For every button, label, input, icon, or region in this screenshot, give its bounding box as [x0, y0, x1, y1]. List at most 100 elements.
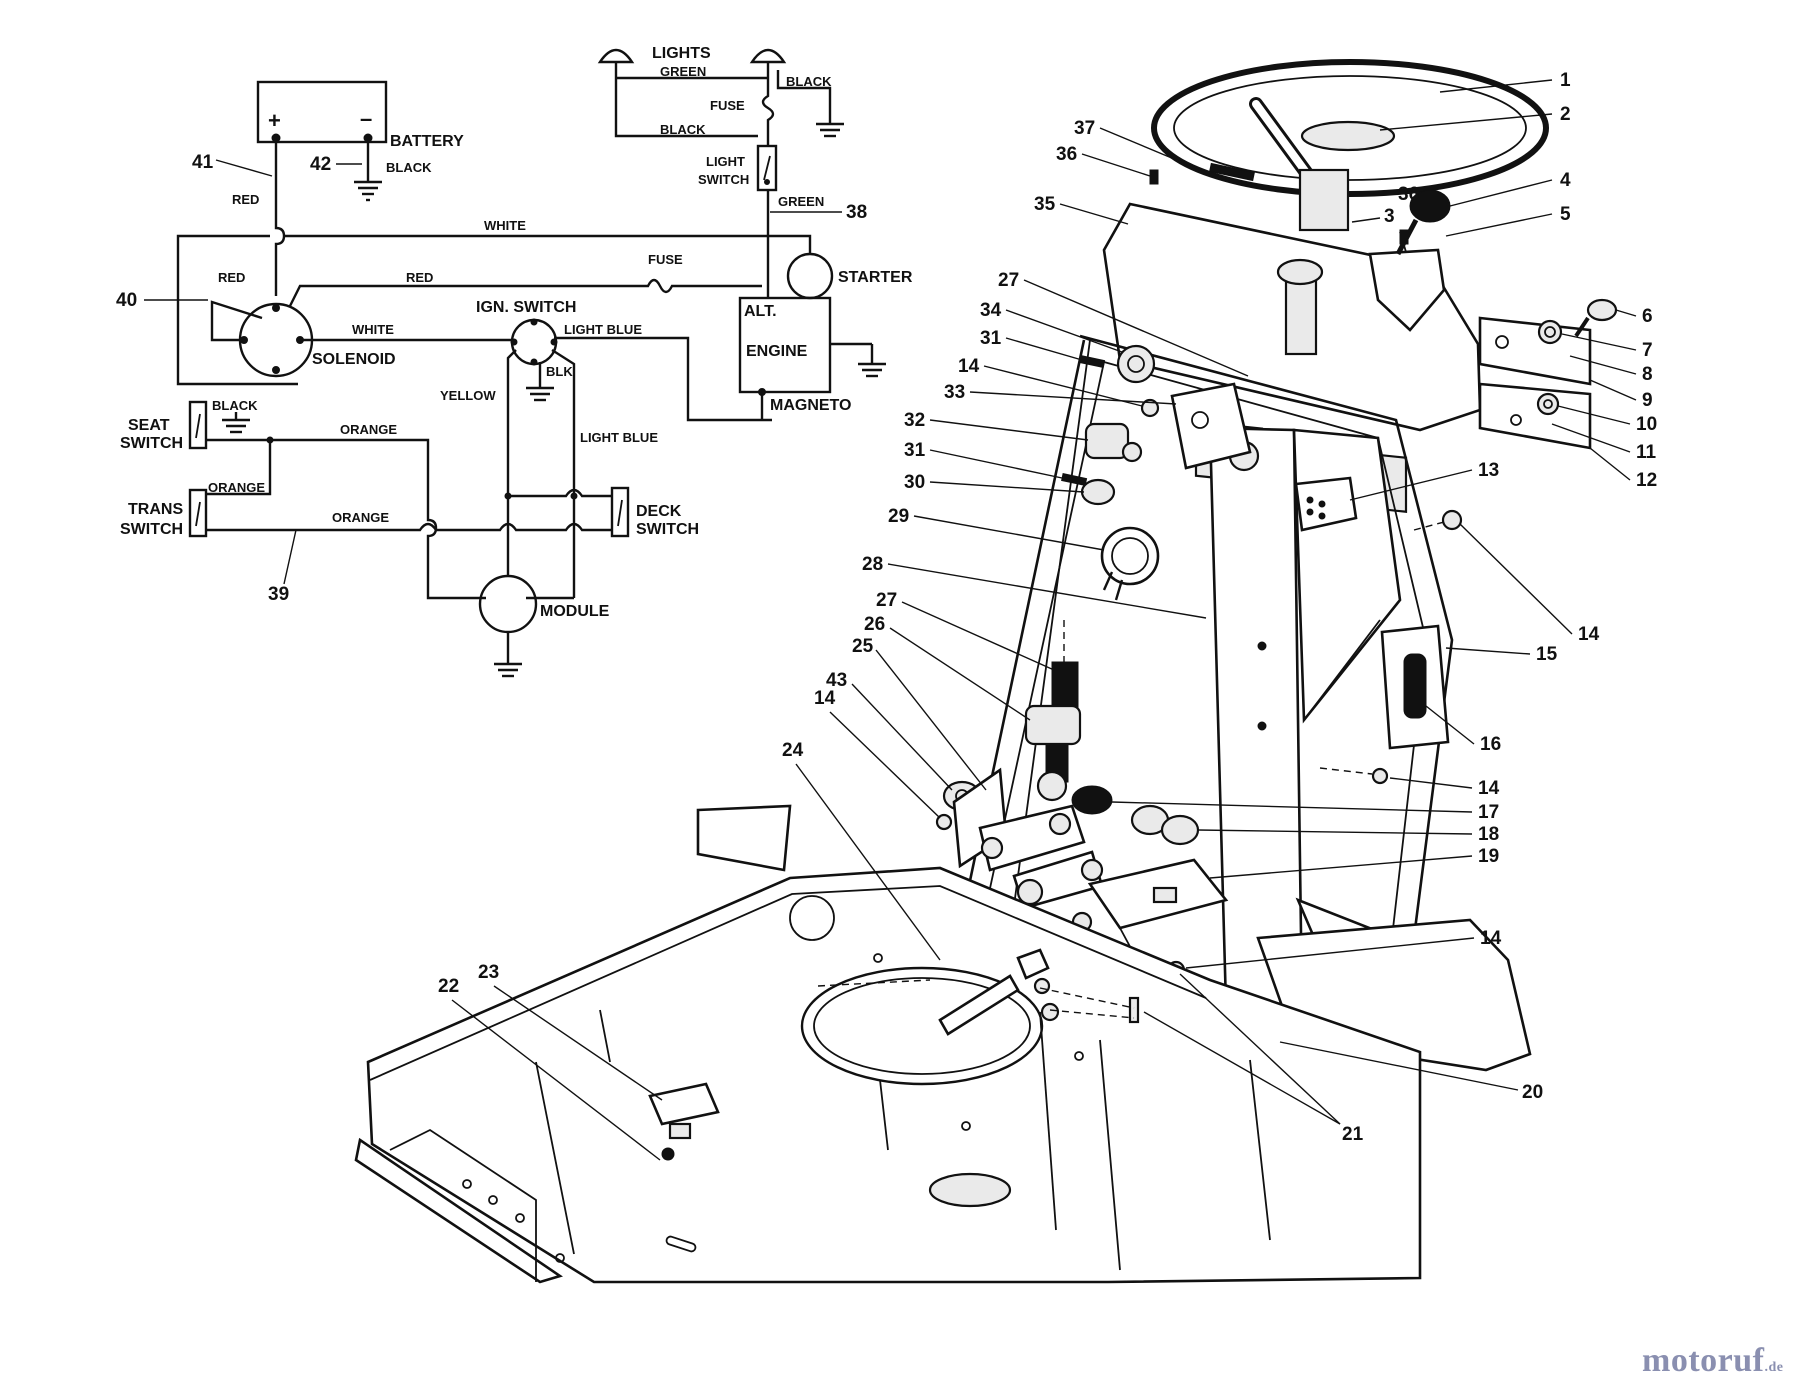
watermark-name: motoruf	[1642, 1342, 1765, 1379]
callout-41: 41	[192, 152, 214, 173]
light-bulb-right	[749, 48, 787, 64]
part-number-14-upper-left: 14	[958, 356, 980, 377]
wheel-cap	[1300, 120, 1396, 152]
chassis-bump	[789, 895, 835, 941]
part-number-30: 30	[904, 472, 925, 493]
part-number-32: 32	[904, 410, 925, 431]
black-wire-lights-right	[776, 70, 832, 124]
spring-27	[1051, 620, 1079, 713]
starter-label: STARTER	[838, 269, 913, 286]
key-icon	[1574, 298, 1618, 338]
seat-switch-label-2: SWITCH	[120, 435, 183, 452]
chassis-deck	[366, 866, 1422, 1284]
part-number-12: 12	[1636, 470, 1657, 491]
wire-label-black-seat: BLACK	[212, 398, 258, 413]
engine-label: ENGINE	[746, 343, 808, 360]
trans-switch-label-1: TRANS	[128, 501, 183, 518]
part-number-43: 43	[826, 670, 847, 691]
part-number-31-upper: 31	[980, 328, 1002, 349]
motoruf-watermark: motoruf.de	[1642, 1342, 1783, 1380]
part-number-19: 19	[1478, 846, 1499, 867]
part-number-27-upper: 27	[998, 270, 1019, 291]
part-number-28: 28	[862, 554, 883, 575]
spring-16	[1403, 653, 1427, 719]
battery-minus-label: –	[360, 106, 372, 131]
wire-label-black-battery: BLACK	[386, 160, 432, 175]
part-number-24: 24	[782, 740, 804, 761]
part-number-15: 15	[1536, 644, 1558, 665]
wire-label-light-blue-b: LIGHT BLUE	[580, 430, 658, 445]
part-number-14-mid-right: 14	[1478, 778, 1500, 799]
yellow-wire	[506, 349, 517, 576]
part-number-11: 11	[1636, 442, 1657, 463]
ground-icon	[816, 122, 844, 138]
wire-label-black-lights-right: BLACK	[786, 74, 832, 89]
steering-wheel	[1151, 59, 1549, 232]
clip-19	[1152, 886, 1178, 904]
battery-plus-label: +	[268, 108, 281, 133]
rod-center	[938, 974, 1020, 1036]
callout-42: 42	[310, 154, 331, 175]
deck-bus-top	[508, 488, 612, 498]
battery-plus-terminal	[271, 133, 281, 143]
deck-switch-icon	[610, 486, 630, 538]
alt-label: ALT.	[744, 303, 777, 320]
switch-32	[1084, 422, 1143, 463]
wire-label-red-b: RED	[218, 270, 245, 285]
part-number-36-left: 36	[1056, 144, 1077, 165]
part-number-33: 33	[944, 382, 965, 403]
part-number-17: 17	[1478, 802, 1499, 823]
part-number-10: 10	[1636, 414, 1657, 435]
light-bulb-left	[597, 48, 635, 64]
screw-36-left	[1149, 169, 1159, 185]
steering-column-top	[1298, 168, 1350, 232]
wire-label-blk-ign: BLK	[546, 364, 573, 379]
grommet-34	[1116, 344, 1156, 384]
light-blue-wire-magneto	[554, 336, 772, 422]
bolt-14-top	[1140, 398, 1160, 418]
bushing-lower	[1036, 770, 1068, 802]
bolt-14-right-lower	[1371, 767, 1389, 785]
part-number-1: 1	[1560, 70, 1571, 91]
red-wire-fuse	[288, 278, 762, 307]
part-number-13: 13	[1478, 460, 1499, 481]
nut-14-left	[935, 813, 953, 831]
footrest-left	[696, 804, 792, 872]
red-wire-solenoid-loop	[210, 300, 263, 342]
ground-icon	[858, 362, 886, 378]
pin-31-upper	[1079, 354, 1106, 369]
chassis-left-wall	[354, 1137, 563, 1284]
part-number-9: 9	[1642, 390, 1653, 411]
chassis-hole	[800, 966, 1044, 1086]
exploded-view: 1 2 3 4 5 6 7 8 9 10 11 12 13 14 15 16 1…	[354, 59, 1657, 1284]
nut-7	[1537, 319, 1563, 345]
part-number-14-lower-right: 14	[1480, 928, 1502, 949]
pin-31-lower	[1061, 472, 1088, 487]
nut-10	[1536, 392, 1560, 416]
battery-minus-terminal	[363, 133, 373, 143]
part-number-22: 22	[438, 976, 459, 997]
trans-switch-icon	[188, 488, 208, 538]
bracket-upper	[1478, 316, 1592, 386]
black-wire-lights	[614, 78, 758, 138]
ground-icon	[222, 418, 250, 434]
part-number-6: 6	[1642, 306, 1653, 327]
deck-switch-label-1: DECK	[636, 503, 682, 520]
lights-label: LIGHTS	[652, 45, 711, 62]
part-number-37: 37	[1074, 118, 1095, 139]
wire-label-green-lights: GREEN	[660, 64, 706, 79]
wire-label-orange-b: ORANGE	[208, 480, 265, 495]
ground-icon	[354, 180, 382, 202]
battery-box	[256, 80, 388, 144]
battery-label: BATTERY	[390, 133, 464, 150]
wire-label-red-a: RED	[232, 192, 259, 207]
orange-wire-trans-top	[206, 440, 272, 496]
wire-label-red-c: RED	[406, 270, 433, 285]
light-blue-wire-deck	[551, 348, 576, 496]
part-number-4: 4	[1560, 170, 1571, 191]
white-wire-loop	[176, 234, 298, 386]
chassis-front-well	[389, 1128, 537, 1282]
red-wire-battery-solenoid	[274, 142, 286, 296]
ign-switch-icon	[510, 318, 558, 366]
